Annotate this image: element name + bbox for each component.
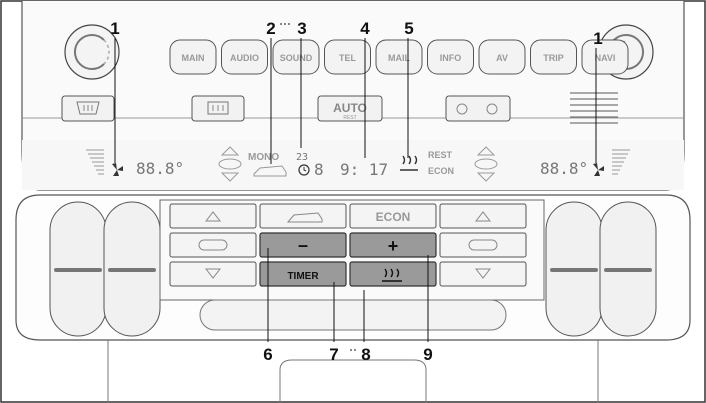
rear-defrost-icon [207, 101, 229, 115]
callout-leader-lines [114, 23, 597, 351]
auto-button[interactable]: AUTO REST [317, 95, 383, 122]
right-fan-level-gauge [612, 149, 630, 175]
date-digits: 23 [296, 152, 308, 163]
callout-7: 7 [329, 345, 338, 364]
econ-display-label: ECON [428, 166, 454, 176]
triangle-up-icon-right [474, 211, 492, 222]
triangle-up-icon [204, 211, 222, 222]
right-temp-down-button[interactable] [439, 261, 527, 287]
right-air-vent[interactable] [545, 201, 657, 337]
top-button-label: MAIN [182, 53, 205, 63]
top-button-label: NAVI [595, 53, 616, 63]
econ-button[interactable]: ECON [349, 203, 437, 229]
heater-icon [400, 155, 418, 171]
display-eight: 8 [314, 160, 324, 179]
recirculation-icon [456, 103, 498, 115]
defrost-icon [76, 101, 100, 115]
fan-icon-right [593, 163, 604, 176]
climate-display: 88.8° MONO 23 8 9: 17 REST ECON 88.8° [22, 140, 684, 190]
top-button-row: MAIN AUDIO SOUND TEL MAIL INFO AV TRIP NAVI [169, 39, 629, 75]
callout-5: 5 [404, 19, 413, 38]
fan-icon [112, 163, 123, 176]
recirculation-button[interactable] [445, 95, 511, 122]
triangle-down-icon [204, 268, 222, 279]
clock-icon [298, 164, 310, 176]
top-button-label: AV [496, 53, 508, 63]
left-air-vent[interactable] [49, 201, 161, 337]
plus-button[interactable]: + [349, 232, 437, 258]
top-button-navi[interactable]: NAVI [581, 39, 629, 75]
callout-1-left: 1 [110, 19, 119, 38]
timer-label: TIMER [287, 271, 319, 282]
left-temp-arrows [218, 146, 242, 182]
left-fan-level-gauge [86, 149, 104, 175]
top-button-label: AUDIO [230, 53, 259, 63]
left-airflow-button[interactable] [169, 232, 257, 258]
heater-icon-button [382, 268, 402, 282]
auto-button-sub: REST [343, 115, 356, 121]
left-temp-up-button[interactable] [169, 203, 257, 229]
triangle-down-icon-right [474, 268, 492, 279]
right-temp-arrows [474, 146, 498, 182]
top-button-label: TRIP [543, 53, 564, 63]
top-button-audio[interactable]: AUDIO [221, 39, 268, 75]
timer-button[interactable]: TIMER [259, 261, 347, 287]
minus-button[interactable]: – [259, 232, 347, 258]
clock-time: 9: 17 [340, 160, 388, 179]
top-button-label: TEL [339, 53, 357, 63]
top-button-label: INFO [440, 53, 462, 63]
rest-label: REST [428, 150, 453, 160]
top-button-info[interactable]: INFO [427, 39, 474, 75]
car-button[interactable] [259, 203, 347, 229]
callout-2: 2 [266, 19, 275, 38]
car-icon [253, 165, 287, 177]
top-button-trip[interactable]: TRIP [530, 39, 577, 75]
defrost-button[interactable] [61, 95, 115, 122]
car-icon-button [286, 212, 323, 223]
callout-3: 3 [297, 19, 306, 38]
mono-label: MONO [248, 152, 279, 163]
rear-defrost-button[interactable] [191, 95, 245, 122]
econ-button-label: ECON [376, 210, 411, 224]
callout-9: 9 [423, 345, 432, 364]
heater-button[interactable] [349, 261, 437, 287]
right-temperature: 88.8° [540, 159, 588, 178]
plus-label: + [388, 236, 399, 256]
top-button-label: SOUND [280, 53, 313, 63]
callout-6: 6 [263, 345, 272, 364]
top-button-av[interactable]: AV [478, 39, 526, 75]
callout-1-right: 1 [593, 29, 602, 48]
top-button-mail[interactable]: MAIL [375, 39, 423, 75]
top-button-tel[interactable]: TEL [324, 39, 371, 75]
top-button-main[interactable]: MAIN [169, 39, 217, 75]
left-temperature: 88.8° [136, 159, 184, 178]
speaker-grille [570, 92, 618, 124]
right-airflow-button[interactable] [439, 232, 527, 258]
left-temp-down-button[interactable] [169, 261, 257, 287]
right-temp-up-button[interactable] [439, 203, 527, 229]
callout-4: 4 [360, 19, 370, 38]
top-button-label: MAIL [388, 53, 410, 63]
top-button-sound[interactable]: SOUND [272, 39, 320, 75]
auto-button-label: AUTO [333, 101, 367, 115]
left-rotary-knob[interactable] [64, 24, 120, 80]
minus-label: – [298, 235, 308, 255]
callout-8: 8 [361, 345, 370, 364]
